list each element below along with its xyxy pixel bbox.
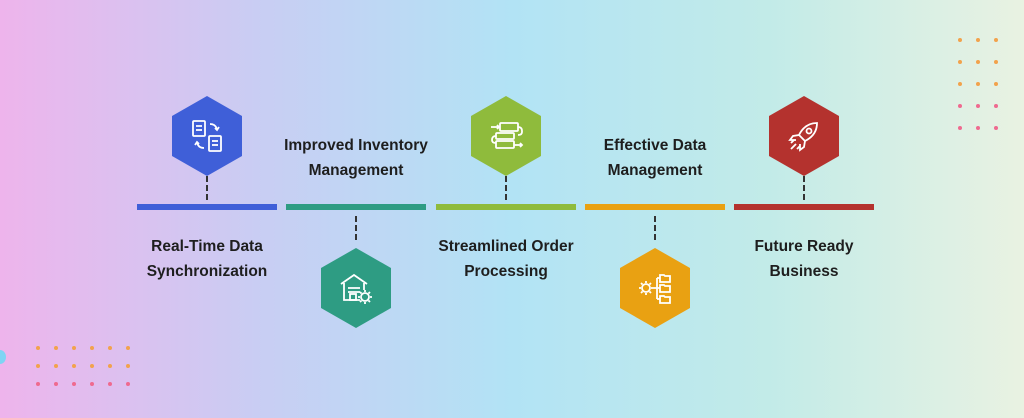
step-5-connector bbox=[803, 176, 805, 200]
decor-dot bbox=[958, 82, 962, 86]
step-2-label-line-2: Management bbox=[308, 162, 404, 179]
step-4-label: Effective Data Management bbox=[565, 133, 745, 183]
step-5-label: Future Ready Business bbox=[714, 234, 894, 284]
decor-dot bbox=[994, 60, 998, 64]
step-3-label-line-2: Processing bbox=[464, 263, 548, 280]
step-3-hexagon bbox=[471, 96, 541, 176]
timeline-bar-4 bbox=[585, 204, 725, 210]
decor-dot bbox=[126, 382, 130, 386]
workflow-process-icon bbox=[491, 122, 524, 149]
decor-dot bbox=[958, 104, 962, 108]
rocket-icon bbox=[788, 122, 818, 152]
timeline-bar-5 bbox=[734, 204, 874, 210]
decor-dot bbox=[976, 60, 980, 64]
decor-dot bbox=[72, 346, 76, 350]
step-2-connector bbox=[355, 216, 357, 240]
step-1-label-line-1: Real-Time Data bbox=[151, 238, 263, 255]
data-hierarchy-gear-icon bbox=[639, 274, 671, 304]
decor-dot bbox=[90, 364, 94, 368]
step-4-label-line-1: Effective Data bbox=[603, 137, 707, 154]
step-4-connector bbox=[654, 216, 656, 240]
step-5-label-line-2: Business bbox=[769, 263, 839, 280]
step-4-hexagon bbox=[620, 248, 690, 328]
decor-dot bbox=[126, 364, 130, 368]
step-2-hexagon bbox=[321, 248, 391, 328]
decor-dot bbox=[126, 346, 130, 350]
decor-dot bbox=[90, 382, 94, 386]
decor-dot bbox=[994, 38, 998, 42]
decor-dot bbox=[976, 82, 980, 86]
decor-dot bbox=[54, 364, 58, 368]
step-5-label-line-1: Future Ready bbox=[754, 238, 854, 255]
decor-dot bbox=[36, 364, 40, 368]
edge-circle-decoration bbox=[0, 350, 6, 364]
step-5-hexagon bbox=[769, 96, 839, 176]
decor-dot bbox=[54, 346, 58, 350]
decor-dot bbox=[958, 60, 962, 64]
decor-dot bbox=[54, 382, 58, 386]
decor-dot bbox=[108, 382, 112, 386]
step-3-connector bbox=[505, 176, 507, 200]
decor-dot bbox=[72, 364, 76, 368]
step-1-hexagon bbox=[172, 96, 242, 176]
step-1-connector bbox=[206, 176, 208, 200]
decor-dot bbox=[994, 126, 998, 130]
document-sync-icon bbox=[192, 120, 222, 152]
decor-dot bbox=[958, 38, 962, 42]
step-4-label-line-2: Management bbox=[607, 162, 703, 179]
timeline-bar-3 bbox=[436, 204, 576, 210]
decor-dot bbox=[958, 126, 962, 130]
step-1-label-line-2: Synchronization bbox=[146, 263, 268, 280]
decor-dot bbox=[108, 364, 112, 368]
timeline-bar-1 bbox=[137, 204, 277, 210]
decor-dot bbox=[994, 104, 998, 108]
decor-dot bbox=[36, 346, 40, 350]
step-2-label-line-1: Improved Inventory bbox=[284, 137, 428, 154]
decor-dot bbox=[976, 126, 980, 130]
step-2-label: Improved Inventory Management bbox=[256, 133, 456, 183]
step-1-label: Real-Time Data Synchronization bbox=[117, 234, 297, 284]
decor-dot bbox=[36, 382, 40, 386]
decor-dot bbox=[90, 346, 94, 350]
step-3-label-line-1: Streamlined Order bbox=[438, 238, 574, 255]
step-3-label: Streamlined Order Processing bbox=[406, 234, 606, 284]
decor-dot bbox=[976, 104, 980, 108]
decor-dot bbox=[994, 82, 998, 86]
timeline-bar-2 bbox=[286, 204, 426, 210]
decor-dot bbox=[72, 382, 76, 386]
warehouse-gear-icon bbox=[340, 273, 372, 304]
decor-dot bbox=[976, 38, 980, 42]
decor-dot bbox=[108, 346, 112, 350]
